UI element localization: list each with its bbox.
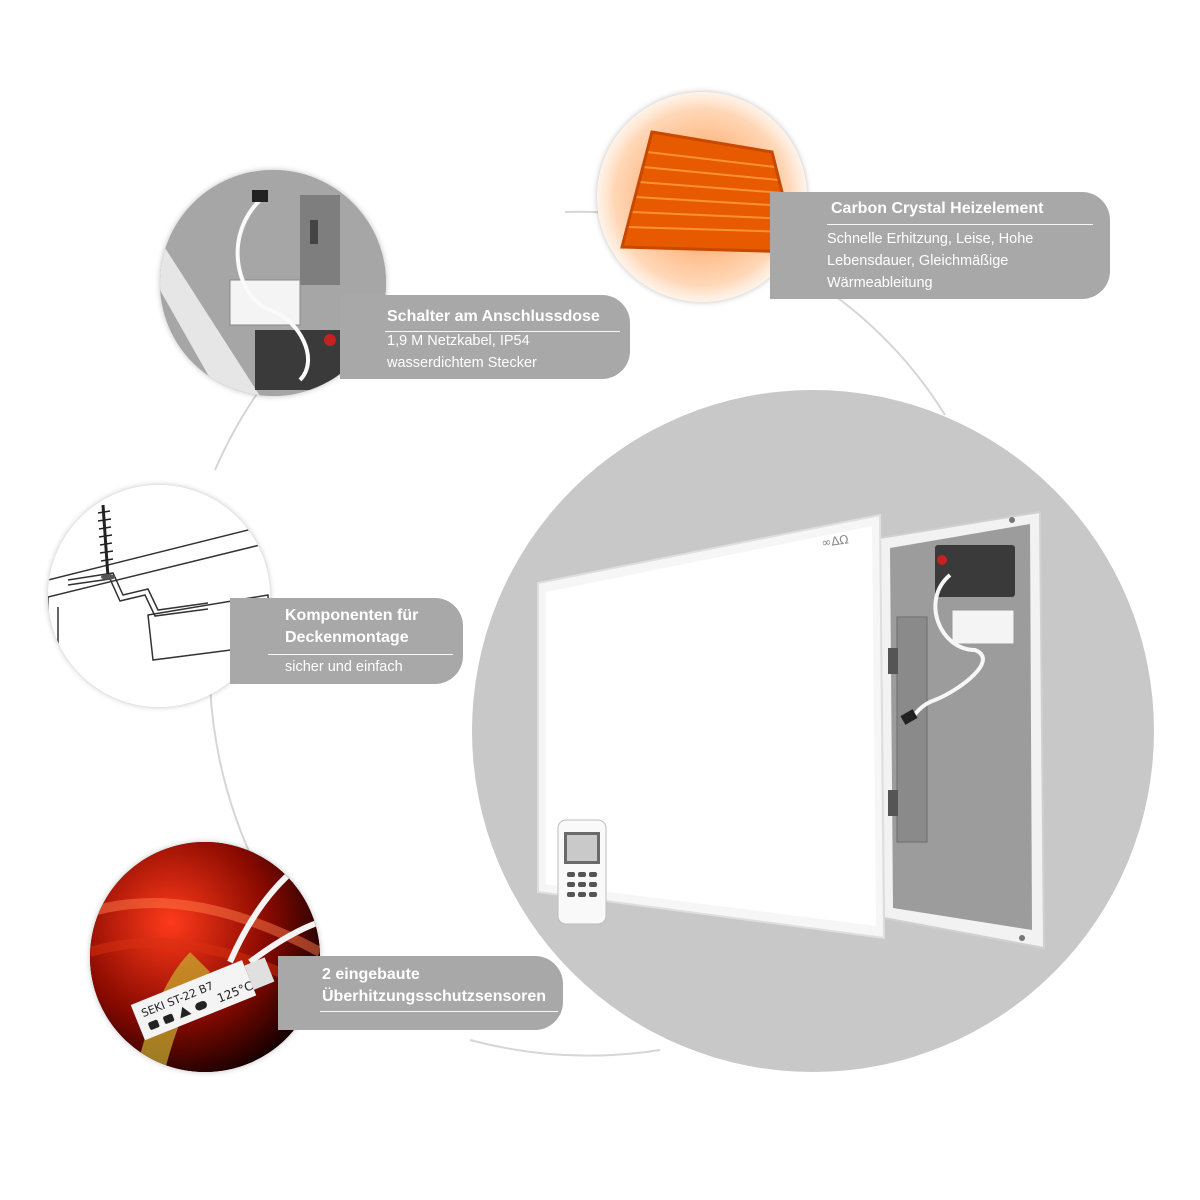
mount-feature-title: Komponenten für Deckenmontage xyxy=(285,607,419,646)
remote-control xyxy=(557,819,607,925)
divider xyxy=(385,331,620,332)
certification-marks-icon xyxy=(148,1000,207,1030)
switch-feature-card: Schalter am Anschlussdose 1,9 M Netzkabe… xyxy=(340,295,630,379)
sensor-feature-title: 2 eingebaute Überhitzungsschutzsensoren xyxy=(322,966,547,1005)
mounting-components-circle xyxy=(48,485,270,707)
mount-feature-description: sicher und einfach xyxy=(285,659,403,675)
divider xyxy=(827,224,1093,225)
sensor-feature-card: 2 eingebaute Überhitzungsschutzsensoren xyxy=(278,956,563,1030)
overheat-sensor-circle: SEKI ST-22 B7 125°C xyxy=(90,842,320,1072)
switch-feature-title: Schalter am Anschlussdose xyxy=(387,308,600,325)
divider xyxy=(268,654,453,655)
heater-rear-panel xyxy=(878,510,1046,950)
heater-front-panel: ∞∆Ω xyxy=(537,513,886,940)
overheat-sensor-icon: SEKI ST-22 B7 125°C xyxy=(90,842,320,1072)
carbon-feature-description: Schnelle Erhitzung, Leise, Hohe Lebensda… xyxy=(827,231,1034,291)
mount-feature-card: Komponenten für Deckenmontage sicher und… xyxy=(230,598,463,684)
carbon-feature-title: Carbon Crystal Heizelement xyxy=(831,200,1044,217)
divider xyxy=(320,1011,558,1012)
svg-text:∞∆Ω: ∞∆Ω xyxy=(820,532,849,550)
carbon-feature-card: Carbon Crystal Heizelement Schnelle Erhi… xyxy=(770,192,1110,299)
switch-feature-description: 1,9 M Netzkabel, IP54 wasserdichtem Stec… xyxy=(387,333,537,371)
screw-icon xyxy=(97,504,115,580)
